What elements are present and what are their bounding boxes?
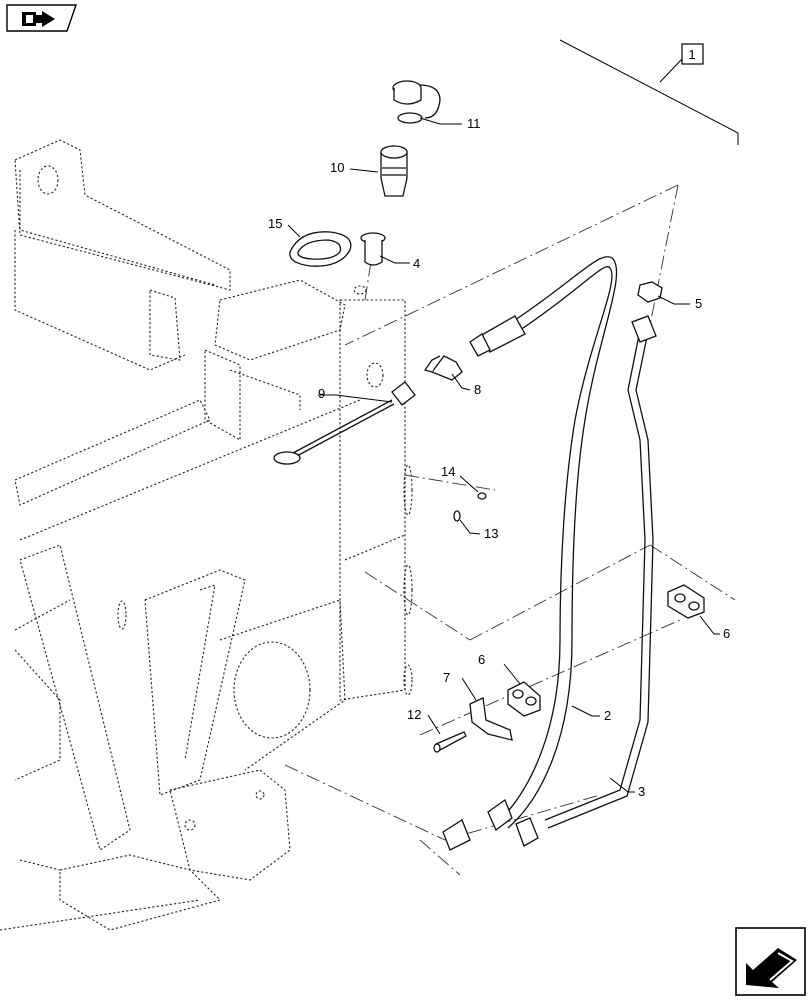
callout-labels: 1 2 3 4 5 6 6 7 8 9 10 11 12 13 14 15: [268, 47, 730, 799]
callout-11[interactable]: 11: [467, 116, 481, 131]
callout-8[interactable]: 8: [474, 382, 481, 397]
callout-5[interactable]: 5: [695, 296, 702, 311]
nut: [637, 281, 663, 303]
callout-6-right[interactable]: 6: [723, 626, 730, 641]
tube: [515, 315, 657, 847]
assembly-bracket: [559, 39, 739, 145]
callout-6-left[interactable]: 6: [478, 652, 485, 667]
book-arrow-icon[interactable]: [6, 4, 77, 32]
callout-7[interactable]: 7: [443, 670, 450, 685]
dipstick: [273, 381, 416, 465]
grommet: [289, 231, 352, 267]
callout-12[interactable]: 12: [407, 707, 421, 722]
bulkhead-fitting: [360, 232, 386, 266]
clamp-half-right: [667, 584, 705, 619]
hose: [442, 256, 618, 851]
callout-10[interactable]: 10: [330, 160, 344, 175]
callout-9[interactable]: 9: [318, 386, 325, 401]
callout-13[interactable]: 13: [484, 526, 498, 541]
bolt: [433, 731, 467, 753]
frame-structure: [0, 139, 413, 931]
callout-14[interactable]: 14: [441, 464, 455, 479]
cap-with-lanyard: [392, 80, 441, 124]
quick-coupler: [380, 145, 408, 197]
center-lines: [284, 145, 736, 876]
callout-assembly[interactable]: 1: [688, 47, 695, 62]
callout-4[interactable]: 4: [413, 256, 420, 271]
leader-lines: [287, 117, 720, 793]
clamp-plate: [469, 697, 513, 741]
adapter-fitting: [423, 355, 463, 381]
clamp-half-left: [507, 681, 541, 717]
o-ring: [453, 510, 461, 522]
next-page-arrow-icon[interactable]: [735, 927, 806, 996]
callout-15[interactable]: 15: [268, 216, 282, 231]
plug: [477, 492, 487, 500]
callout-2[interactable]: 2: [604, 708, 611, 723]
callout-3[interactable]: 3: [638, 784, 645, 799]
